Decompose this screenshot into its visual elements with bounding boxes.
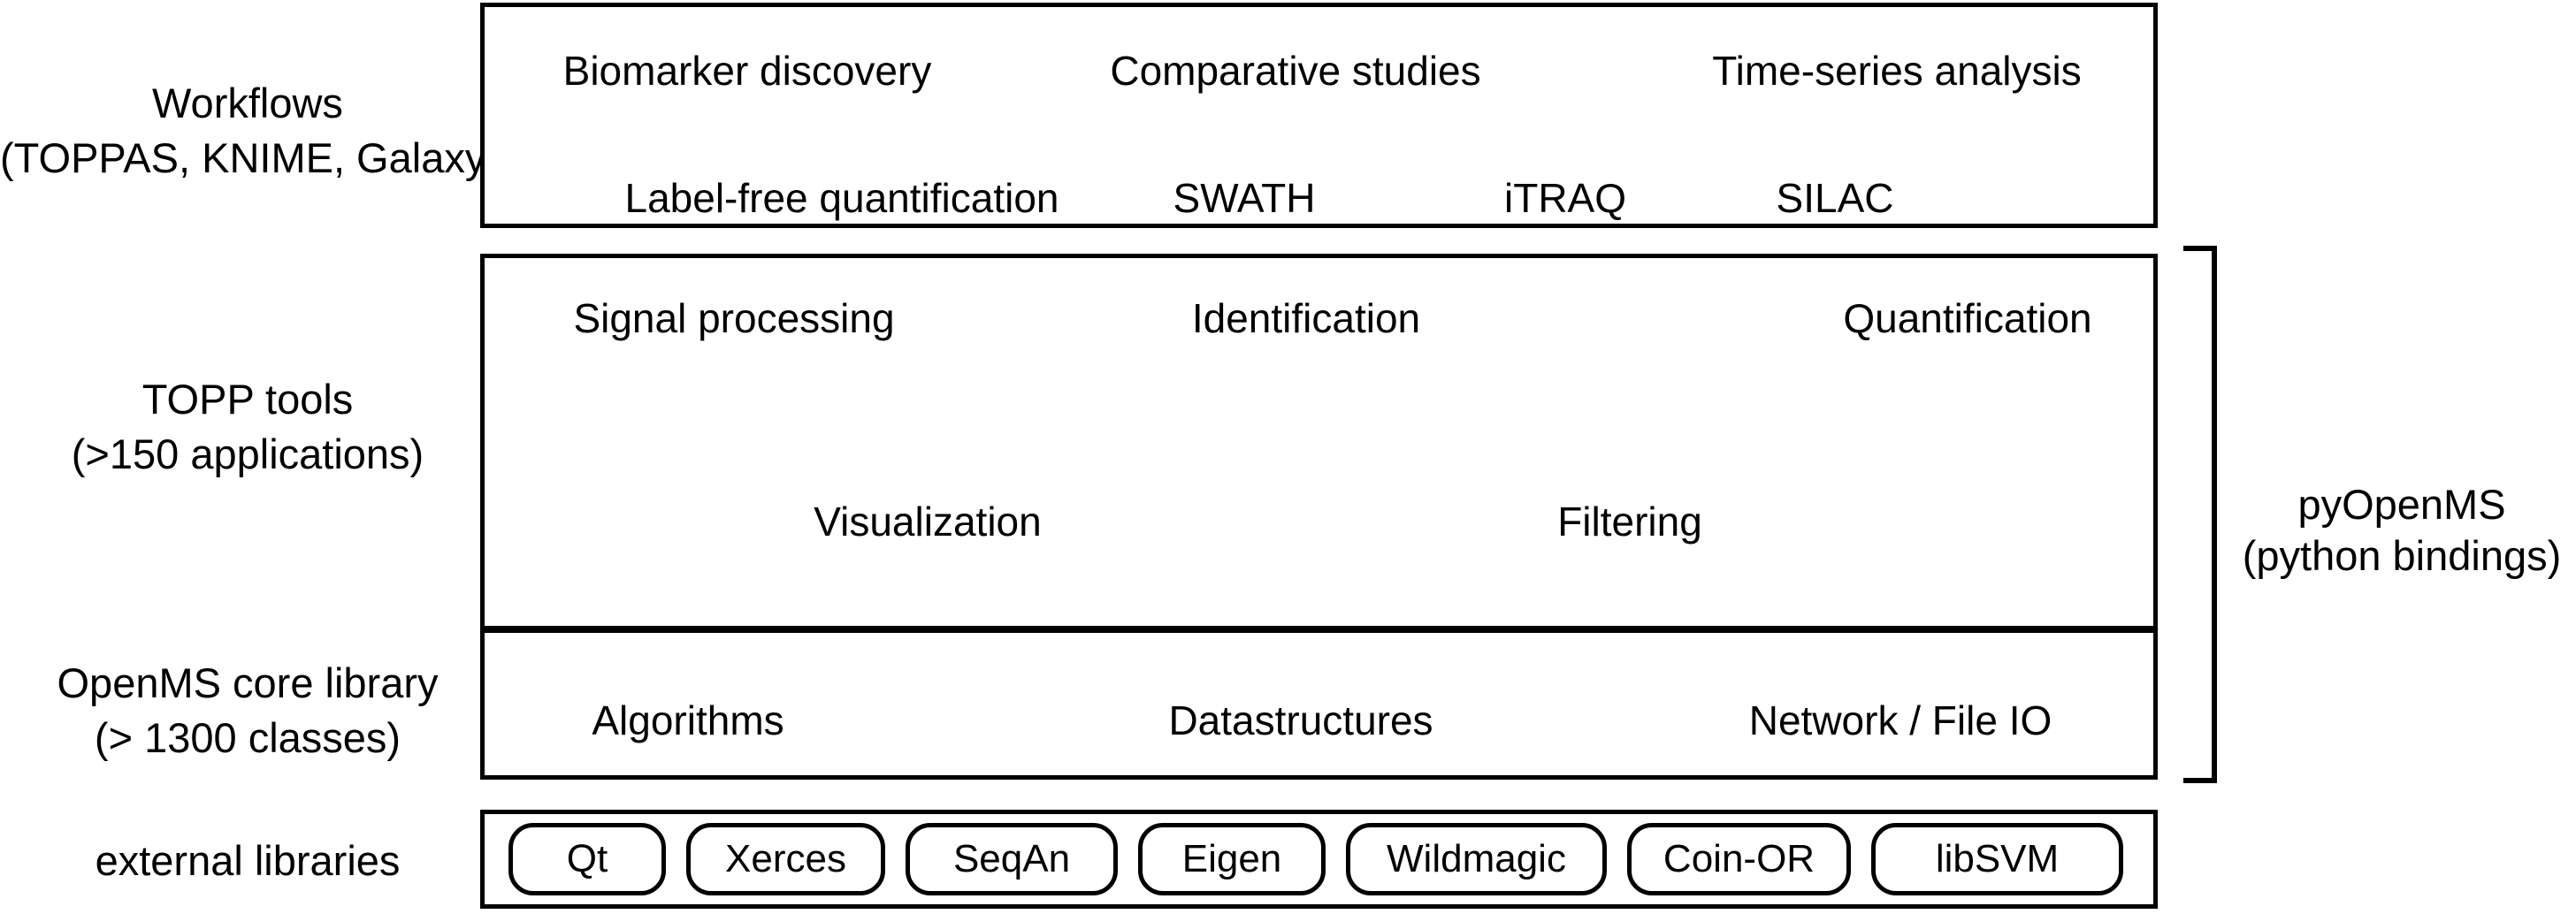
topp-tools-box: Signal processing Identification Quantif… — [480, 254, 2158, 629]
label-workflows-layer: Workflows (TOPPAS, KNIME, Galaxy) — [0, 76, 500, 186]
label-topp-line2: (>150 applications) — [71, 430, 424, 477]
library-pill-qt: Qt — [508, 823, 666, 895]
label-core-line2: (> 1300 classes) — [94, 714, 401, 761]
library-pill-wildmagic: Wildmagic — [1346, 823, 1607, 895]
topp-visualization: Visualization — [814, 499, 1042, 545]
topp-quantification: Quantification — [1843, 295, 2092, 341]
workflow-comparative-studies: Comparative studies — [1110, 48, 1481, 94]
label-workflows-line2: (TOPPAS, KNIME, Galaxy) — [0, 134, 500, 181]
topp-identification: Identification — [1191, 295, 1421, 341]
label-pyopenms-line2: (python bindings) — [2242, 532, 2562, 579]
core-library-box: Algorithms Datastructures Network / File… — [480, 629, 2158, 780]
label-topp-layer: TOPP tools (>150 applications) — [0, 372, 495, 482]
label-pyopenms: pyOpenMS (python bindings) — [2243, 479, 2562, 582]
label-external-line1: external libraries — [95, 837, 401, 884]
workflow-itraq: iTRAQ — [1504, 175, 1626, 221]
workflow-biomarker-discovery: Biomarker discovery — [562, 48, 932, 94]
workflows-box: Biomarker discovery Comparative studies … — [480, 3, 2158, 228]
library-pill-xerces: Xerces — [686, 823, 885, 895]
label-external-layer: external libraries — [0, 834, 495, 888]
library-pill-eigen: Eigen — [1138, 823, 1326, 895]
external-libraries-box: Qt Xerces SeqAn Eigen Wildmagic Coin-OR … — [480, 810, 2158, 909]
workflow-swath: SWATH — [1173, 175, 1316, 221]
library-pill-coin-or: Coin-OR — [1627, 823, 1851, 895]
label-pyopenms-line1: pyOpenMS — [2297, 481, 2506, 528]
workflow-silac: SILAC — [1776, 175, 1894, 221]
topp-signal-processing: Signal processing — [573, 295, 895, 341]
library-pill-seqan: SeqAn — [906, 823, 1118, 895]
label-core-layer: OpenMS core library (> 1300 classes) — [0, 656, 495, 765]
core-algorithms: Algorithms — [592, 697, 784, 743]
topp-filtering: Filtering — [1557, 499, 1702, 545]
label-topp-line1: TOPP tools — [141, 376, 354, 423]
external-libraries-row: Qt Xerces SeqAn Eigen Wildmagic Coin-OR … — [485, 814, 2153, 904]
pyopenms-bracket — [2183, 246, 2217, 783]
library-pill-libsvm: libSVM — [1871, 823, 2123, 895]
workflow-time-series-analysis: Time-series analysis — [1712, 48, 2082, 94]
label-core-line1: OpenMS core library — [57, 659, 439, 706]
core-datastructures: Datastructures — [1168, 697, 1433, 743]
core-network-file-io: Network / File IO — [1748, 697, 2052, 743]
label-workflows-line1: Workflows — [152, 80, 343, 126]
workflow-label-free-quantification: Label-free quantification — [624, 175, 1059, 221]
